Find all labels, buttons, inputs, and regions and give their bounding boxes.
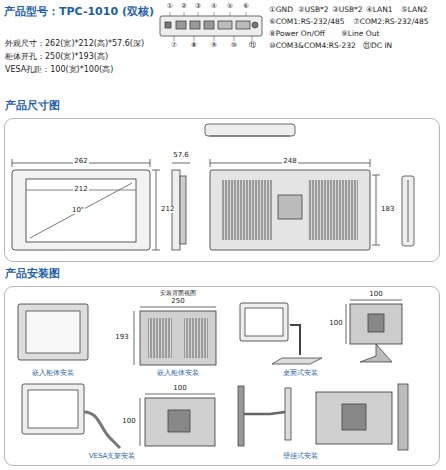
- install-caption: 嵌入柜体安装: [31, 370, 75, 377]
- spec-line: 柜体开孔：250(宽)*193(高): [4, 53, 109, 61]
- callout-number: ⑩: [230, 42, 238, 49]
- dimension: 100: [172, 385, 187, 392]
- section-heading: 产品尺寸图: [5, 98, 60, 113]
- port-name: ⑤LAN2: [400, 6, 429, 14]
- dimension: 100: [121, 418, 136, 425]
- callout-number: ⑪: [248, 42, 257, 49]
- dimension: 10": [71, 207, 85, 214]
- section-panel: 产品尺寸图: [4, 118, 440, 262]
- dimension: 183: [380, 206, 395, 213]
- callout-number: ③: [194, 3, 202, 10]
- port-name: ⑧Power On/Off: [268, 30, 326, 38]
- port-name: ①GND: [268, 6, 294, 14]
- port-name: ③USB*2: [331, 6, 364, 14]
- port-name: ⑦COM2:RS-232/485: [352, 18, 429, 26]
- port-name: ⑩COM3&COM4:RS-232: [268, 42, 357, 50]
- port-name: ⑨Line Out: [340, 30, 380, 38]
- install-caption: 壁挂式安装: [282, 453, 319, 460]
- callout-number: ②: [180, 3, 188, 10]
- port-name: ④LAN1: [365, 6, 394, 14]
- install-caption: 嵌入柜体安装: [156, 370, 200, 377]
- dimension: 212: [160, 206, 175, 213]
- callout-number: ⑨: [210, 42, 218, 49]
- view-note: 安装背面视图: [159, 290, 197, 296]
- port-name: ②USB*2: [297, 6, 330, 14]
- spec-line: VESA孔距：100(宽)*100(高): [4, 66, 114, 74]
- install-caption: 桌面式安装: [282, 370, 319, 377]
- dimension: 262: [73, 158, 88, 165]
- dimension: 250: [170, 298, 185, 305]
- port-name: ⑥COM1:RS-232/485: [268, 18, 345, 26]
- dimension: 212: [73, 186, 88, 193]
- install-caption: VESA支架安装: [88, 453, 137, 460]
- dimension: 100: [368, 291, 383, 298]
- spec-line: 外观尺寸：262(宽)*212(高)*57.6(深): [4, 40, 145, 48]
- dimension: 193: [114, 334, 129, 341]
- callout-number: ⑤: [226, 3, 234, 10]
- callout-number: ⑥: [242, 3, 250, 10]
- callout-number: ⑦: [170, 42, 178, 49]
- callout-number: ④: [210, 3, 218, 10]
- product-model-title: 产品型号：TPC-1010 (双核): [4, 6, 154, 18]
- port-name: ⑪DC IN: [362, 42, 393, 50]
- callout-number: ⑧: [190, 42, 198, 49]
- dimension: 248: [282, 158, 297, 165]
- callout-number: ①: [166, 3, 174, 10]
- dimension: 100: [328, 320, 343, 327]
- dimension: 57.6: [172, 152, 190, 159]
- section-heading: 产品安装图: [5, 266, 60, 281]
